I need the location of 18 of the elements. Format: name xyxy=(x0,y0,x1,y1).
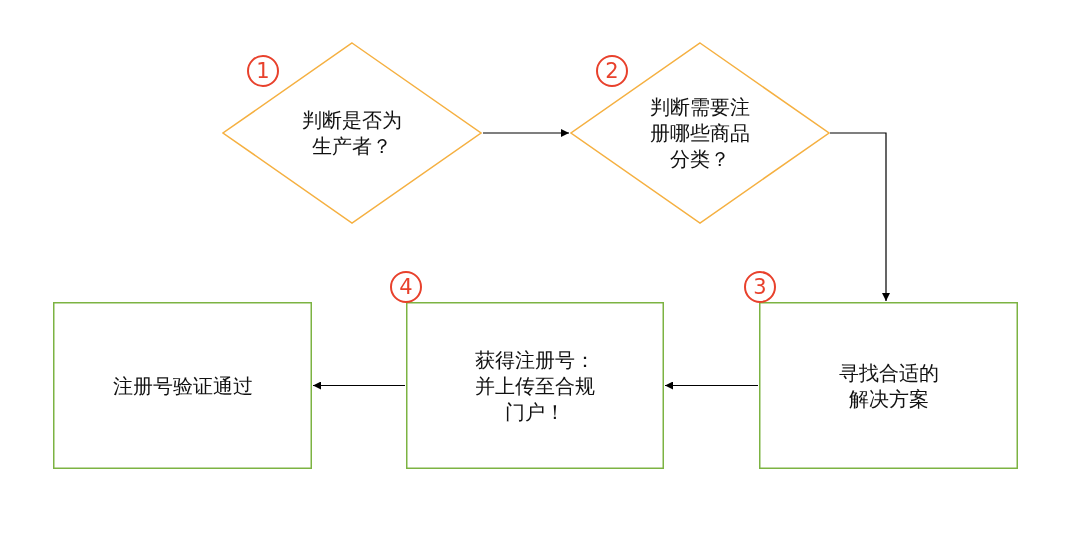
node-text: 判断是否为生产者？ xyxy=(301,107,403,159)
decision-diamond xyxy=(222,42,482,224)
node-text: 判断需要注册哪些商品分类？ xyxy=(649,94,751,172)
step-number: 4 xyxy=(390,271,422,303)
process-box xyxy=(759,302,1018,469)
step-number: 1 xyxy=(247,55,279,87)
process-box xyxy=(53,302,312,469)
node-text: 获得注册号：并上传至合规门户！ xyxy=(474,346,596,425)
arrow xyxy=(482,129,570,137)
node-text: 寻找合适的解决方案 xyxy=(837,359,940,412)
arrow xyxy=(664,381,759,390)
decision-diamond xyxy=(570,42,830,224)
process-box xyxy=(406,302,664,469)
arrow xyxy=(829,132,890,302)
step-number: 3 xyxy=(744,271,776,303)
node-text: 注册号验证通过 xyxy=(112,372,253,399)
arrow xyxy=(312,381,406,390)
step-number: 2 xyxy=(596,55,628,87)
